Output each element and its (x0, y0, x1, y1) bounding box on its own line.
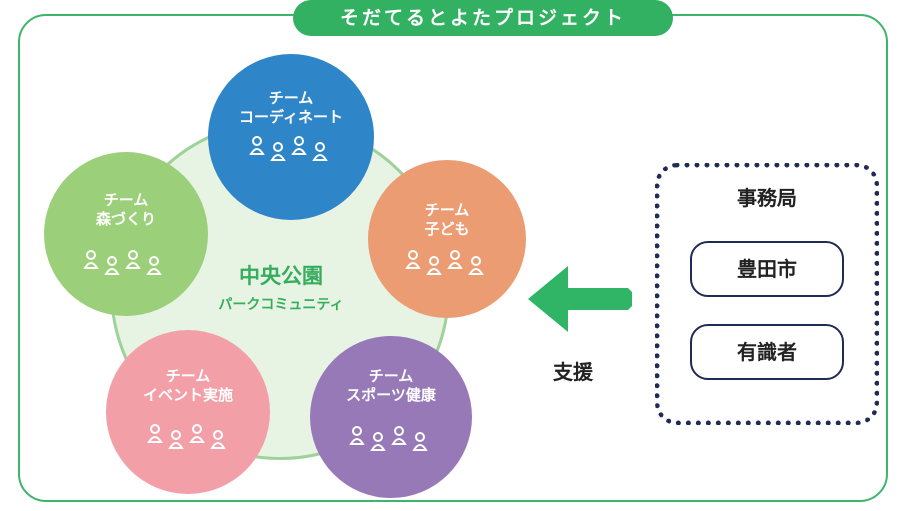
team-sports-health-circle: チーム スポーツ健康 (310, 336, 472, 498)
team-coordinate-circle: チーム コーディネート (208, 54, 374, 220)
team-kids-circle: チーム 子ども (368, 160, 526, 318)
team-forest-label-2: 森づくり (95, 210, 156, 228)
secretariat-title: 事務局 (737, 186, 797, 210)
team-forest-label-1: チーム (103, 191, 149, 209)
secretariat-box (655, 163, 879, 425)
team-kids-label-1: チーム (424, 201, 470, 219)
member-experts: 有識者 (690, 324, 844, 380)
team-event-label-2: イベント実施 (142, 386, 233, 404)
people-icon (147, 424, 226, 449)
team-kids-label-2: 子ども (424, 220, 470, 238)
team-coordinate-label-1: チーム (268, 89, 314, 107)
member-toyota-city: 豊田市 (690, 241, 844, 297)
diagram-title: そだてるとよたプロジェクト (293, 0, 673, 36)
team-event-circle: チーム イベント実施 (106, 330, 270, 494)
center-subtitle: パークコミュニティ (218, 297, 344, 313)
team-forest-circle: チーム 森づくり (44, 152, 208, 316)
team-sports-label-1: チーム (368, 367, 414, 385)
people-icon (349, 426, 428, 451)
people-icon (83, 250, 162, 275)
support-arrow-icon (528, 266, 632, 332)
support-label: 支援 (553, 360, 593, 384)
team-coordinate-label-2: コーディネート (239, 108, 343, 126)
people-icon (405, 250, 484, 275)
center-title: 中央公園 (239, 264, 323, 288)
team-sports-label-2: スポーツ健康 (346, 386, 436, 404)
people-icon (249, 136, 328, 161)
team-event-label-1: チーム (165, 367, 211, 385)
